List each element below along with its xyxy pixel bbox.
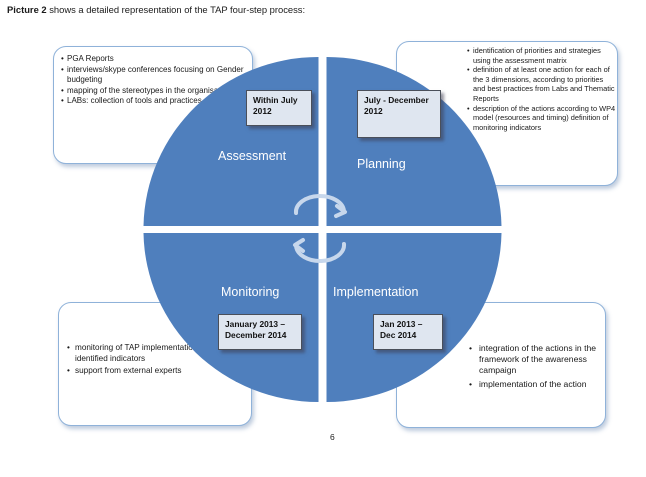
date-assessment: Within July 2012 bbox=[246, 90, 312, 126]
list-item: mapping of the stereotypes in the organi… bbox=[61, 86, 252, 97]
intro-rest: shows a detailed representation of the T… bbox=[46, 4, 306, 15]
label-implementation: Implementation bbox=[333, 285, 419, 299]
label-monitoring: Monitoring bbox=[221, 285, 280, 299]
list-item: interviews/skype conferences focusing on… bbox=[61, 65, 252, 86]
list-item: identification of priorities and strateg… bbox=[467, 46, 617, 65]
list-item: monitoring of TAP implementation accordi… bbox=[67, 343, 251, 364]
intro-bold: Picture 2 bbox=[7, 4, 47, 15]
intro-text: Picture 2 shows a detailed representatio… bbox=[7, 4, 337, 16]
page-number: 6 bbox=[330, 432, 335, 442]
date-implementation: Jan 2013 – Dec 2014 bbox=[373, 314, 443, 350]
date-planning: July - December 2012 bbox=[357, 90, 441, 138]
list-item: implementation of the action bbox=[469, 379, 605, 390]
list-item: LABs: collection of tools and practices bbox=[61, 96, 252, 107]
cycle-arrow-icon bbox=[293, 238, 347, 264]
list-item: PGA Reports bbox=[61, 54, 252, 65]
quadrant-planning bbox=[326, 57, 502, 226]
cycle-arrow-icon bbox=[293, 193, 347, 218]
list-item: description of the actions according to … bbox=[467, 104, 617, 133]
label-assessment: Assessment bbox=[218, 149, 287, 163]
list-item: integration of the actions in the framew… bbox=[469, 343, 605, 376]
quadrant-assessment bbox=[143, 57, 319, 226]
list-item: support from external experts bbox=[67, 366, 251, 377]
list-item: definition of at least one action for ea… bbox=[467, 65, 617, 103]
date-monitoring: January 2013 – December 2014 bbox=[218, 314, 302, 350]
label-planning: Planning bbox=[357, 157, 406, 171]
